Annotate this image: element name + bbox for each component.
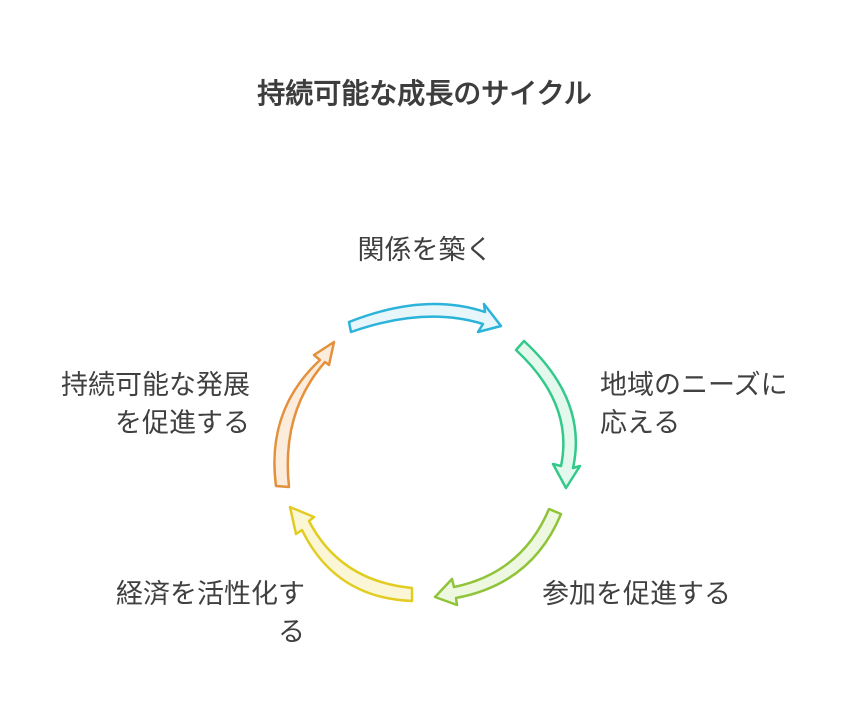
- step-label-economy: 経済を活性化す る: [40, 576, 305, 652]
- label-line: 持続可能な発展: [61, 370, 250, 401]
- cycle-arrow-participation: [433, 507, 563, 607]
- cycle-arrow-sustainable-development: [273, 340, 336, 489]
- cycle-arrow-relationships: [347, 302, 503, 334]
- label-line: 経済を活性化す: [116, 579, 305, 610]
- label-line: 地域のニーズに: [600, 370, 788, 401]
- label-line: 関係を築く: [357, 235, 493, 266]
- step-label-relationships: 関係を築く: [330, 232, 520, 270]
- label-line: る: [278, 617, 305, 648]
- cycle-arrow-local-needs: [514, 339, 582, 490]
- step-label-participation: 参加を促進する: [542, 576, 802, 614]
- diagram-title: 持続可能な成長のサイクル: [257, 77, 592, 110]
- step-label-local-needs: 地域のニーズに 応える: [600, 367, 840, 443]
- label-line: を促進する: [115, 408, 250, 439]
- label-line: 参加を促進する: [542, 579, 731, 610]
- cycle-arrow-economy: [288, 505, 414, 603]
- step-label-sustainable-development: 持続可能な発展 を促進する: [20, 367, 250, 443]
- label-line: 応える: [600, 408, 681, 439]
